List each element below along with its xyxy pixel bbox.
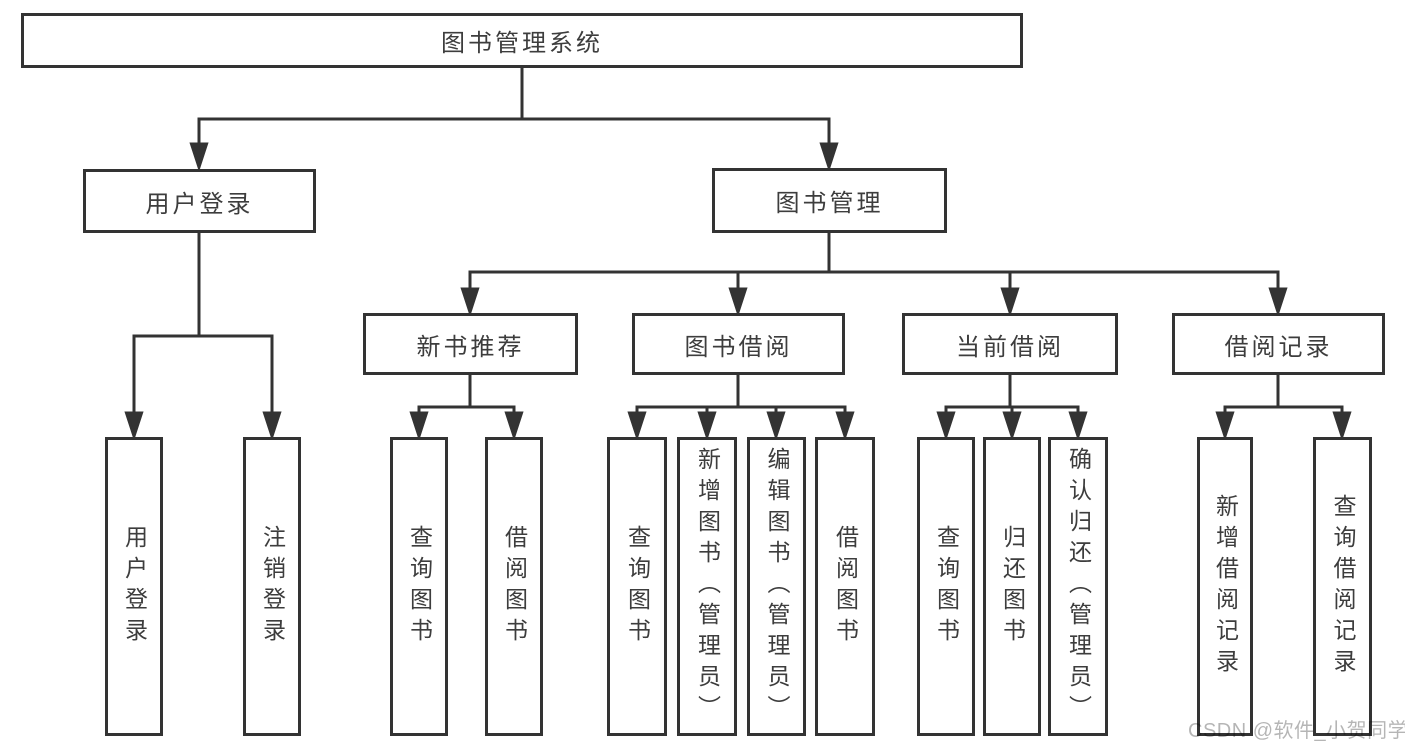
leaf-logout: 注销登录 [243,437,301,736]
arrowhead-bb-query [627,411,647,441]
node-label: 借阅图书 [501,524,528,649]
node-user-login: 用户登录 [83,169,316,233]
node-label: 借阅记录 [1224,333,1333,361]
leaf-cb-query-books: 查询图书 [917,437,975,736]
arrowhead-current-borrow [1000,287,1020,317]
node-label: 图书借阅 [684,333,793,361]
arrowhead-cb-confirm [1068,411,1088,441]
arrowhead-bb-edit [766,411,786,441]
node-label: 查询借阅记录 [1330,493,1356,680]
arrowhead-bb-borrow [835,411,855,441]
node-current-borrow: 当前借阅 [902,313,1118,375]
leaf-br-query-record: 查询借阅记录 [1313,437,1372,736]
arrowhead-cb-query [936,411,956,441]
node-label: 新增图书（管理员） [694,447,721,726]
node-book-borrow: 图书借阅 [632,313,845,375]
node-label: 查询图书 [624,524,651,649]
node-book-management: 图书管理 [712,168,947,233]
arrowhead-new-books [460,287,480,317]
arrowhead-cb-return [1002,411,1022,441]
node-label: 图书管理 [775,190,884,217]
node-label: 查询图书 [406,524,433,649]
arrowhead-book-borrow [728,287,748,317]
node-label: 用户登录 [145,190,254,218]
arrowhead-borrow-records [1268,287,1288,317]
leaf-nb-query-books: 查询图书 [390,437,448,736]
node-label: 用户登录 [121,524,148,649]
leaf-bb-add-books-admin: 新增图书（管理员） [677,437,737,736]
node-library-management-system: 图书管理系统 [21,13,1023,68]
arrowhead-user-login [189,142,209,172]
arrowhead-br-add [1215,411,1235,441]
node-label: 图书管理系统 [441,30,603,57]
node-label: 新增借阅记录 [1212,493,1239,680]
arrowhead-nb-query [409,411,429,441]
arrowhead-nb-borrow [504,411,524,441]
node-label: 查询图书 [933,524,960,649]
arrowhead-bb-add [697,411,717,441]
leaf-cb-confirm-return-admin: 确认归还（管理员） [1048,437,1108,736]
csdn-watermark: CSDN @软件_小贺同学 [1188,720,1405,742]
arrowhead-br-query [1332,411,1352,441]
node-label: 当前借阅 [956,333,1064,361]
leaf-bb-borrow-books: 借阅图书 [815,437,875,736]
leaf-br-add-record: 新增借阅记录 [1197,437,1253,736]
arrowhead-book-management [819,142,839,172]
leaf-cb-return-books: 归还图书 [983,437,1041,736]
leaf-user-login: 用户登录 [105,437,163,736]
node-label: 确认归还（管理员） [1065,447,1092,726]
node-label: 归还图书 [999,524,1026,649]
leaf-nb-borrow-books: 借阅图书 [485,437,543,736]
node-label: 新书推荐 [416,333,525,361]
leaf-bb-query-books: 查询图书 [607,437,667,736]
node-label: 借阅图书 [832,524,859,649]
node-new-book-recommend: 新书推荐 [363,313,578,375]
arrowhead-logout [262,411,282,441]
node-label: 编辑图书（管理员） [764,447,790,726]
node-borrow-records: 借阅记录 [1172,313,1385,375]
leaf-bb-edit-books-admin: 编辑图书（管理员） [747,437,806,736]
node-label: 注销登录 [259,524,286,649]
arrowhead-login [124,411,144,441]
